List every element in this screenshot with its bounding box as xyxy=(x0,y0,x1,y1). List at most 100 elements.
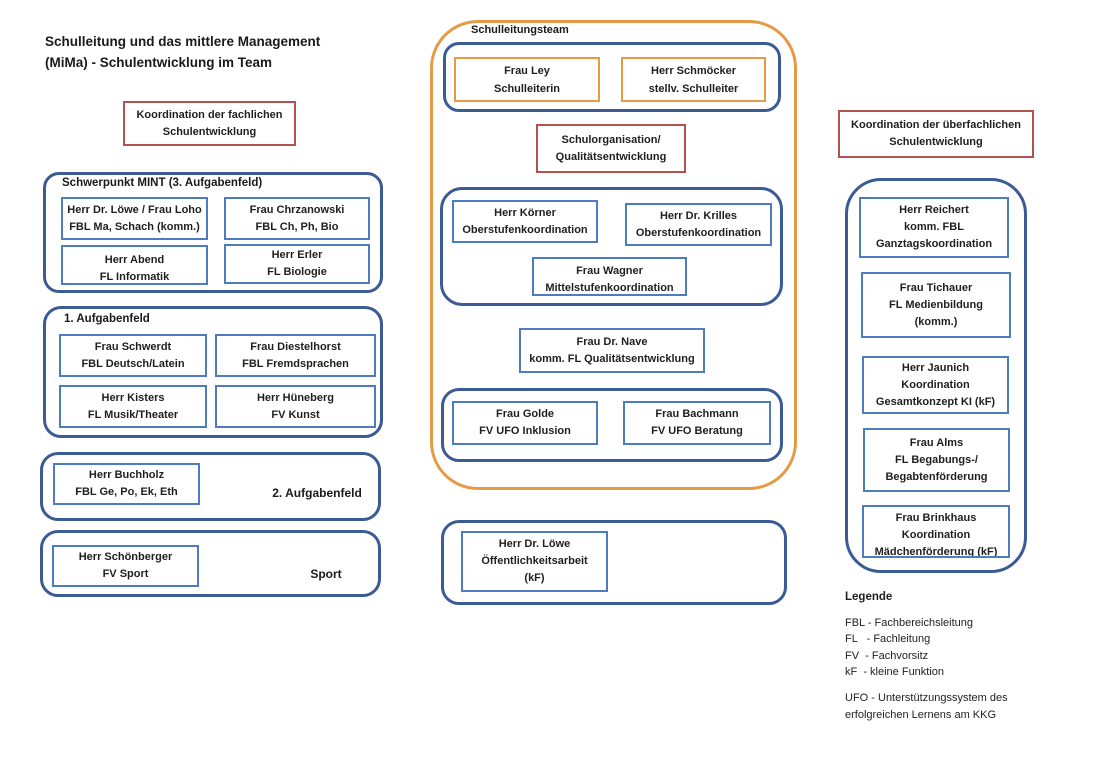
person-name: Frau Dr. Nave xyxy=(576,335,648,348)
person-name: Frau Alms xyxy=(909,436,964,449)
person-role: Mittelstufenkoordination xyxy=(545,282,674,294)
person-role: Ganztagskoordination xyxy=(875,238,993,250)
person-role: (komm.) xyxy=(914,315,958,328)
schulleitungsteam-label: Schulleitungsteam xyxy=(471,24,569,36)
person-role: FV Sport xyxy=(102,568,149,580)
person-role: Oberstufenkoordination xyxy=(462,223,588,236)
person-name: Frau Schwerdt xyxy=(94,340,172,353)
person-name: Herr Dr. Löwe / Frau Loho xyxy=(67,203,202,216)
box-tichauer: Frau Tichauer FL Medienbildung (komm.) xyxy=(861,272,1011,338)
person-name: Herr Körner xyxy=(494,206,556,219)
box-abend: Herr Abend FL Informatik xyxy=(61,245,208,285)
box-reichert: Herr Reichert komm. FBL Ganztagskoordina… xyxy=(859,197,1009,258)
group-aufgabenfeld-1 xyxy=(43,306,383,438)
person-name: Frau Ley xyxy=(504,64,550,77)
group-sport xyxy=(40,530,381,597)
person-role: Mädchenförderung (kF) xyxy=(874,546,998,558)
person-name: Herr Schmöcker xyxy=(651,64,736,77)
box-kisters: Herr Kisters FL Musik/Theater xyxy=(59,385,207,428)
person-role: FV Kunst xyxy=(271,408,320,421)
page-title: Schulleitung und das mittlere Management… xyxy=(45,31,320,73)
box-diestelhorst: Frau Diestelhorst FBL Fremdsprachen xyxy=(215,334,376,377)
box-golde: Frau Golde FV UFO Inklusion xyxy=(452,401,598,445)
person-name: Herr Buchholz xyxy=(88,469,165,481)
group-aufgabenfeld-1-label: 1. Aufgabenfeld xyxy=(64,313,150,325)
person-name: Frau Chrzanowski xyxy=(249,203,345,216)
box-koerner: Herr Körner Oberstufenkoordination xyxy=(452,200,598,243)
group-ueberfachlich xyxy=(845,178,1027,573)
group-stufenkoordination xyxy=(440,187,783,306)
person-role: FBL Ch, Ph, Bio xyxy=(255,220,339,233)
box-brinkhaus: Frau Brinkhaus Koordination Mädchenförde… xyxy=(862,505,1010,558)
person-name: Frau Wagner xyxy=(576,265,643,277)
person-name: Herr Jaunich xyxy=(901,361,970,374)
person-name: Frau Tichauer xyxy=(899,281,973,294)
group-sport-label: Sport xyxy=(310,567,342,581)
person-name: Herr Reichert xyxy=(899,204,969,216)
header-line: Qualitätsentwicklung xyxy=(555,150,667,163)
box-buchholz: Herr Buchholz FBL Ge, Po, Ek, Eth xyxy=(53,463,200,505)
header-ueberfachliche-schulentwicklung: Koordination der überfachlichen Schulent… xyxy=(838,110,1034,158)
box-schmoecker: Herr Schmöcker stellv. Schulleiter xyxy=(621,57,766,102)
group-mint xyxy=(43,172,383,293)
person-name: Herr Hüneberg xyxy=(256,391,335,404)
person-note: (kF) xyxy=(524,572,545,584)
box-bachmann: Frau Bachmann FV UFO Beratung xyxy=(623,401,771,445)
person-role: stellv. Schulleiter xyxy=(648,82,739,95)
person-name: Herr Erler xyxy=(271,249,323,261)
header-line: Koordination der überfachlichen xyxy=(851,119,1021,131)
box-erler: Herr Erler FL Biologie xyxy=(224,244,370,284)
legend-item: FL - Fachleitung xyxy=(845,633,931,646)
person-role: Koordination xyxy=(901,378,970,391)
person-role: FL Informatik xyxy=(99,271,170,283)
group-mint-label: Schwerpunkt MINT (3. Aufgabenfeld) xyxy=(62,177,263,189)
person-name: Herr Dr. Löwe xyxy=(498,538,571,550)
box-krilles: Herr Dr. Krilles Oberstufenkoordination xyxy=(625,203,772,246)
box-jaunich: Herr Jaunich Koordination Gesamtkonzept … xyxy=(862,356,1009,414)
legend-ufo-line: erfolgreichen Lernens am KKG xyxy=(845,709,997,721)
person-role: FL Begabungs-/ xyxy=(895,453,978,466)
page-title-line2: (MiMa) - Schulentwicklung im Team xyxy=(45,55,273,70)
person-name: Frau Diestelhorst xyxy=(250,340,341,353)
header-line: Schulentwicklung xyxy=(889,136,983,148)
group-ufo xyxy=(441,388,783,462)
header-schulorganisation: Schulorganisation/ Qualitätsentwicklung xyxy=(536,124,686,173)
box-alms: Frau Alms FL Begabungs-/ Begabtenförderu… xyxy=(863,428,1010,492)
person-role: Öffentlichkeitsarbeit xyxy=(481,555,588,567)
group-aufgabenfeld-2 xyxy=(40,452,381,521)
legend-items: FBL - Fachbereichsleitung FL - Fachleitu… xyxy=(845,615,973,681)
person-role: FL Biologie xyxy=(267,266,327,278)
box-schwerdt: Frau Schwerdt FBL Deutsch/Latein xyxy=(59,334,207,377)
person-role: FBL Deutsch/Latein xyxy=(81,357,185,370)
person-name: Herr Schönberger xyxy=(78,551,173,563)
header-line: Koordination der fachlichen xyxy=(136,108,283,121)
person-name: Herr Dr. Krilles xyxy=(659,209,738,222)
box-hueneberg: Herr Hüneberg FV Kunst xyxy=(215,385,376,428)
legend-item: FBL - Fachbereichsleitung xyxy=(845,617,973,629)
person-role: FL Medienbildung xyxy=(889,298,983,311)
box-schoenberger: Herr Schönberger FV Sport xyxy=(52,545,199,587)
group-aufgabenfeld-2-label: 2. Aufgabenfeld xyxy=(272,486,362,500)
header-line: Schulorganisation/ xyxy=(561,133,661,146)
person-role: FV UFO Beratung xyxy=(651,425,743,437)
person-role: Schulleiterin xyxy=(493,82,561,95)
person-role: Begabtenförderung xyxy=(885,470,988,483)
person-role: komm. FBL xyxy=(904,221,964,233)
page-title-line1: Schulleitung und das mittlere Management xyxy=(45,34,321,49)
group-oeffentlichkeitsarbeit xyxy=(441,520,787,605)
header-line: Schulentwicklung xyxy=(162,125,257,138)
header-fachliche-schulentwicklung: Koordination der fachlichen Schulentwick… xyxy=(123,101,296,146)
box-nave: Frau Dr. Nave komm. FL Qualitätsentwickl… xyxy=(519,328,705,373)
person-name: Herr Kisters xyxy=(101,391,165,404)
person-role: komm. FL Qualitätsentwicklung xyxy=(529,352,695,365)
box-chrzanowski: Frau Chrzanowski FBL Ch, Ph, Bio xyxy=(224,197,370,240)
legend-item: FV - Fachvorsitz xyxy=(845,649,929,662)
person-role: FBL Ma, Schach (komm.) xyxy=(69,220,200,233)
person-name: Frau Bachmann xyxy=(655,408,739,420)
leadership-box xyxy=(443,42,781,112)
person-role: FBL Ge, Po, Ek, Eth xyxy=(75,486,178,498)
person-role: FL Musik/Theater xyxy=(87,408,179,421)
legend-ufo-note: UFO - Unterstützungssystem des erfolgrei… xyxy=(845,690,1008,724)
person-role: FV UFO Inklusion xyxy=(479,425,571,437)
